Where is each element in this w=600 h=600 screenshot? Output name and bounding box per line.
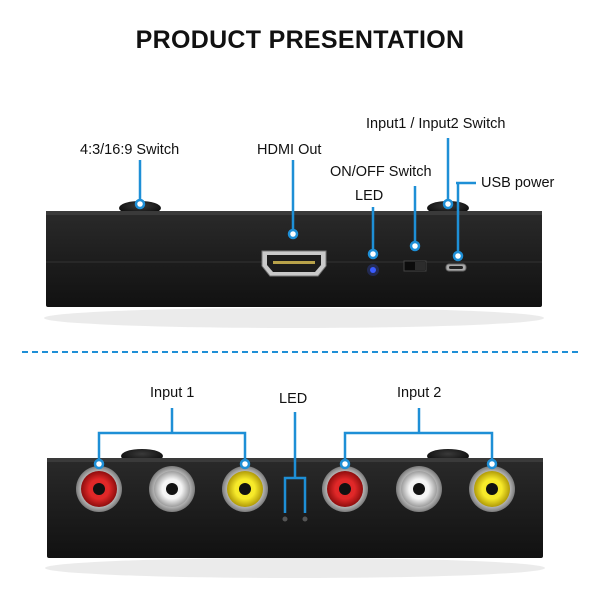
bottom-leader-dots <box>93 458 498 470</box>
aspect-switch-label: 4:3/16:9 Switch <box>80 142 180 158</box>
top-leader-lines <box>138 138 476 254</box>
bottom-leader-lines <box>97 408 494 513</box>
onoff-switch-label: ON/OFF Switch <box>330 164 432 180</box>
top-leader-dots <box>134 198 464 262</box>
input2-red-rca-jack[interactable] <box>322 466 368 512</box>
input2-yellow-rca-jack[interactable] <box>469 466 515 512</box>
led-indicator <box>370 267 376 273</box>
input1-white-rca-jack[interactable] <box>149 466 195 512</box>
input2-white-rca-jack[interactable] <box>396 466 442 512</box>
page-title: PRODUCT PRESENTATION <box>135 26 465 54</box>
device-top-view <box>44 201 544 328</box>
input2-label: Input 2 <box>397 385 442 401</box>
usb-power-label: USB power <box>481 175 555 191</box>
back-led-1 <box>282 516 288 522</box>
input1-red-rca-jack[interactable] <box>76 466 122 512</box>
led-label-top: LED <box>355 188 384 204</box>
onoff-switch[interactable] <box>403 260 427 272</box>
input-switch-label: Input1 / Input2 Switch <box>366 116 506 132</box>
led-label-bottom: LED <box>279 391 308 407</box>
device-back-view <box>45 449 545 578</box>
hdmi-out-label: HDMI Out <box>257 142 322 158</box>
input1-yellow-rca-jack[interactable] <box>222 466 268 512</box>
back-led-2 <box>302 516 308 522</box>
hdmi-port[interactable] <box>261 250 327 277</box>
input1-label: Input 1 <box>150 385 195 401</box>
